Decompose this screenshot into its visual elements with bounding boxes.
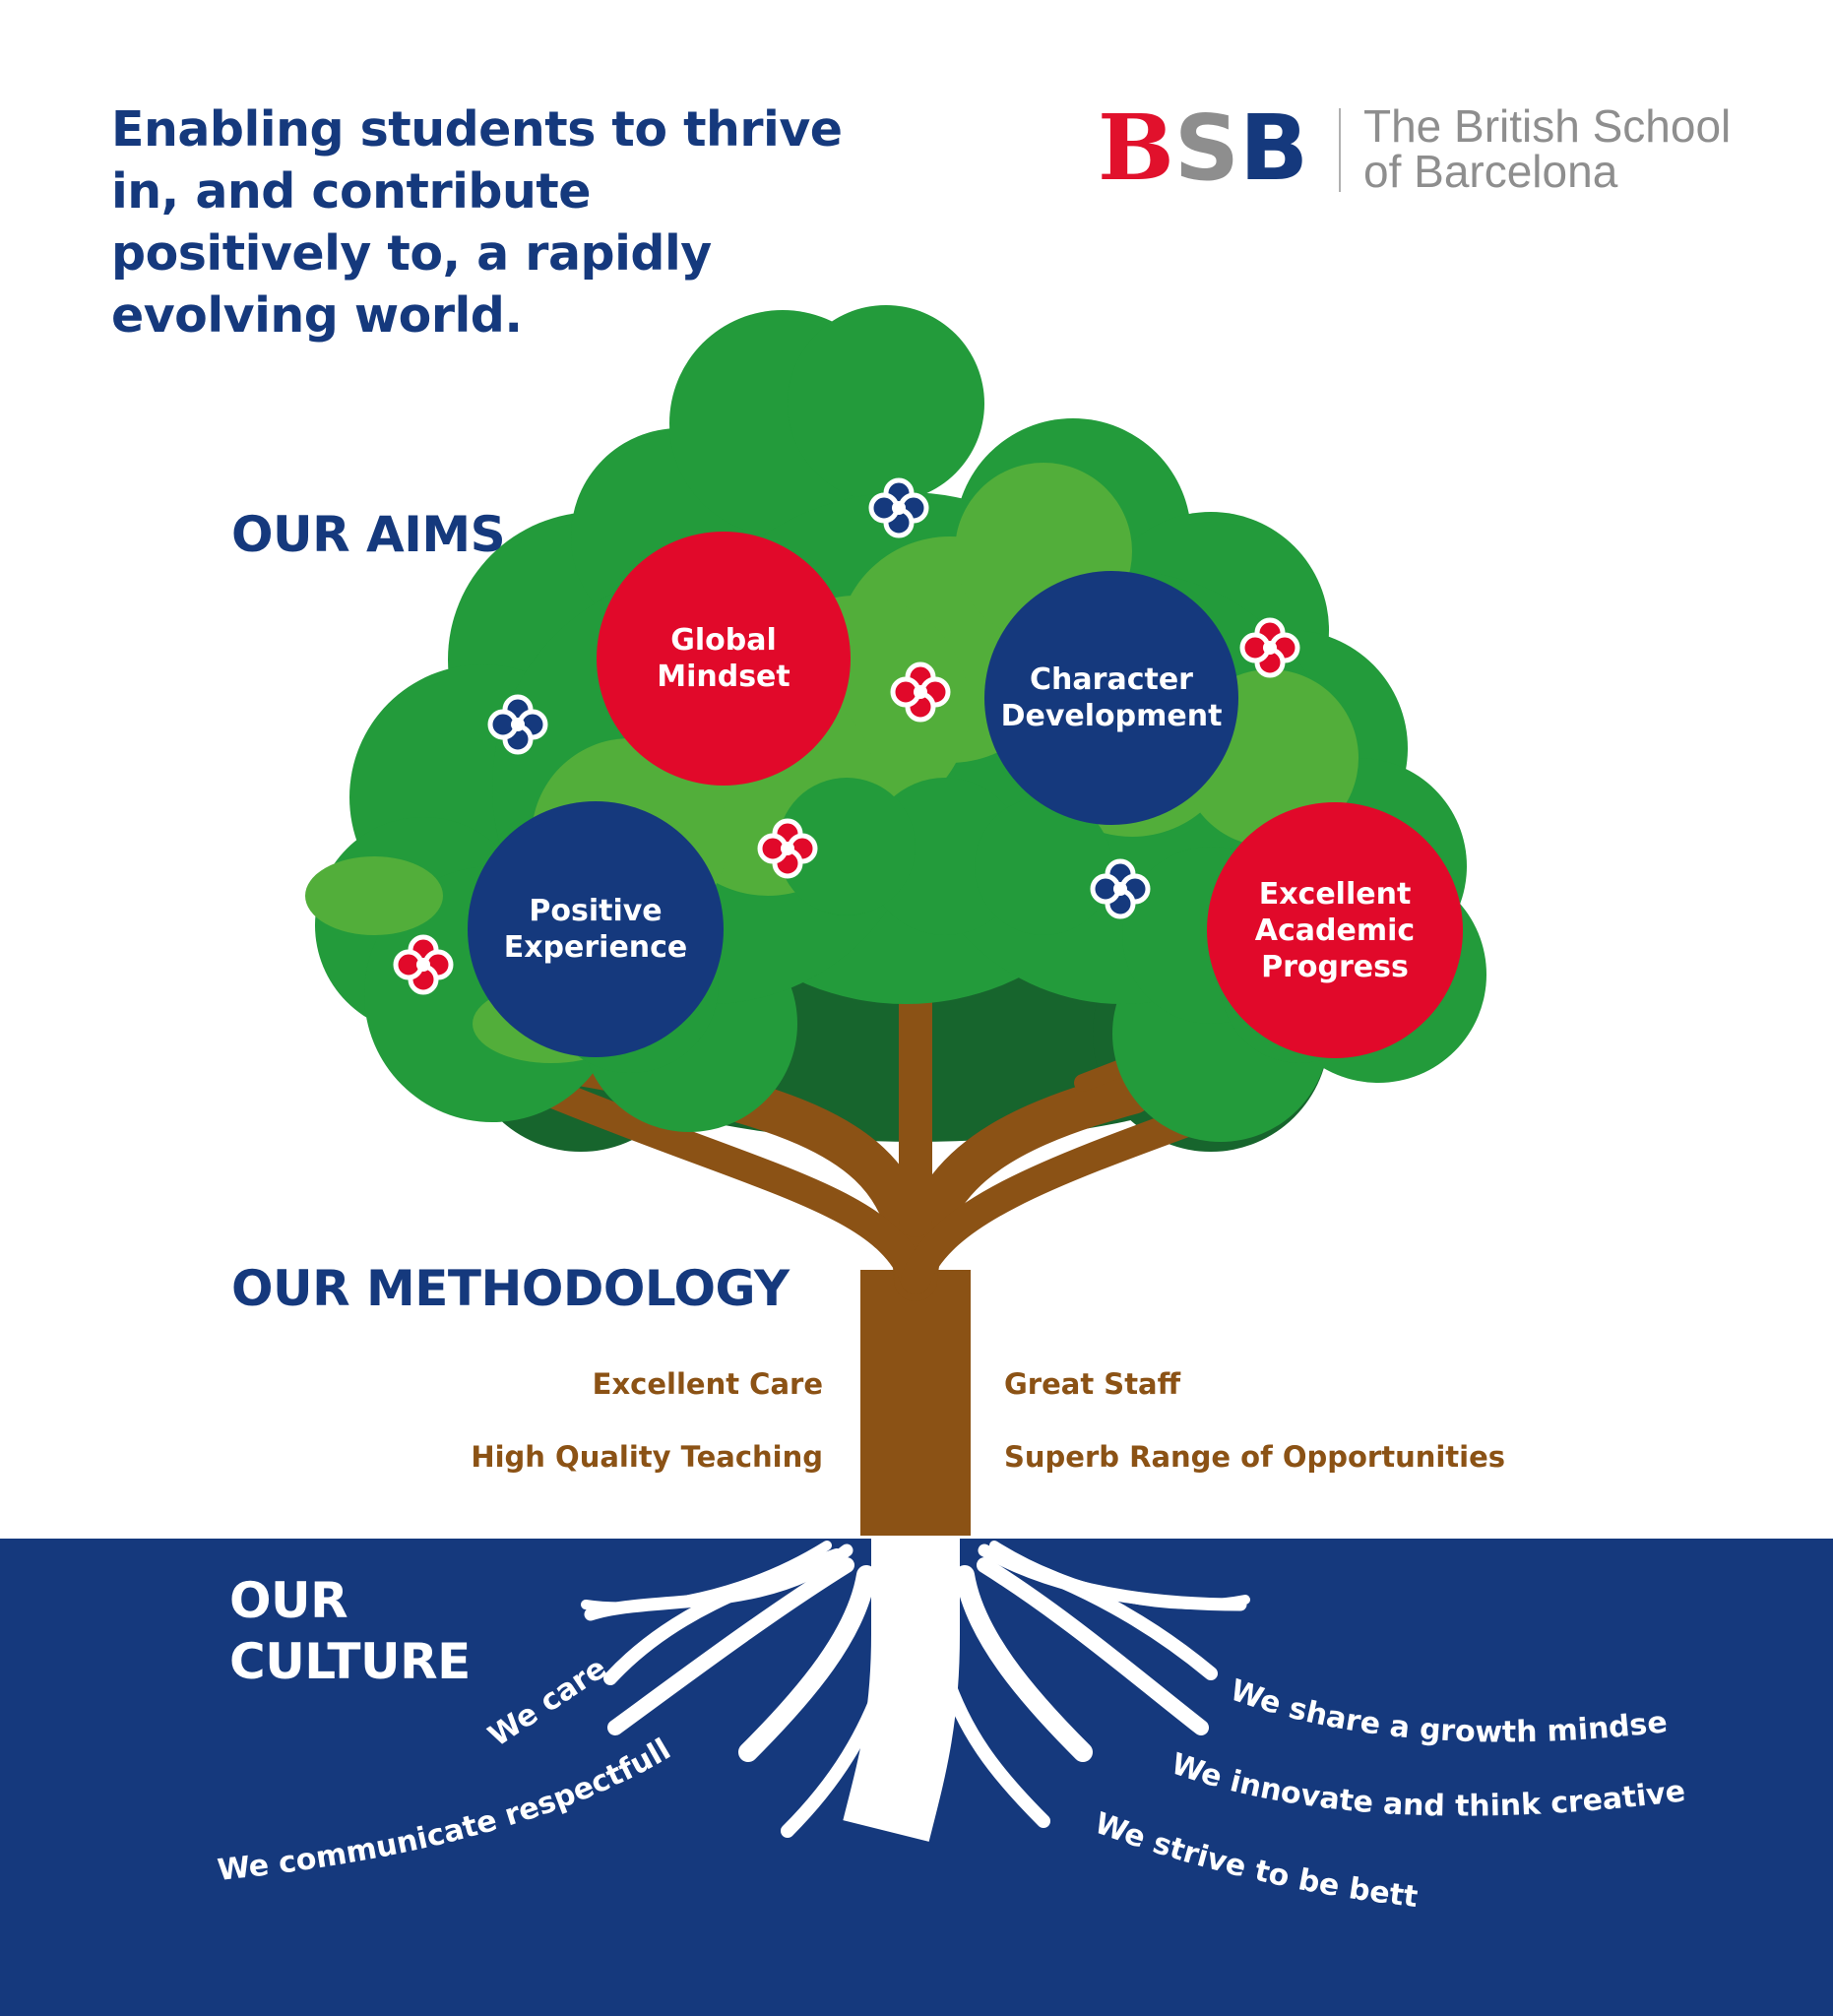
methodology-item-opportunities: Superb Range of Opportunities: [1004, 1440, 1506, 1474]
headline: Enabling students to thrive in, and cont…: [111, 101, 843, 344]
methodology-item-great-staff: Great Staff: [1004, 1367, 1181, 1401]
logo-divider: [1339, 108, 1341, 192]
culture-title: OUR CULTURE: [229, 1572, 471, 1690]
aims-title: OUR AIMS: [231, 506, 506, 563]
methodology-item-teaching: High Quality Teaching: [471, 1440, 823, 1474]
methodology-item-excellent-care: Excellent Care: [592, 1367, 823, 1401]
tree-roots: [581, 1536, 1250, 1842]
logo-mark: BSB: [1098, 94, 1309, 201]
methodology-title: OUR METHODOLOGY: [231, 1260, 790, 1317]
logo-school-name: The British School of Barcelona: [1363, 100, 1732, 197]
